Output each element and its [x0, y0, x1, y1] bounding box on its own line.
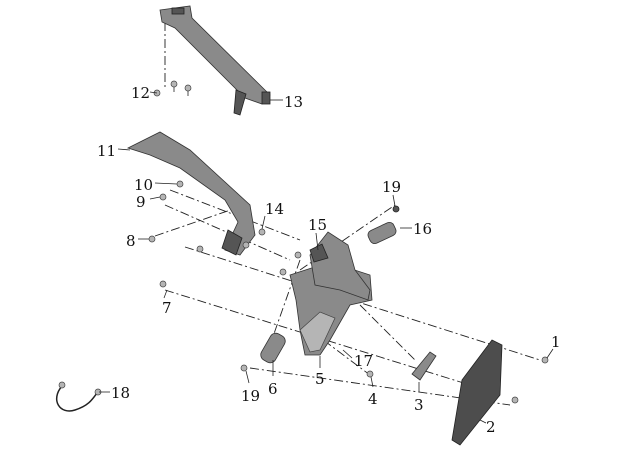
callout-19-upper: 19 [382, 178, 401, 196]
callouts: 1 2 3 4 5 6 7 8 9 10 11 12 13 14 15 16 1… [97, 84, 561, 436]
callout-6: 6 [268, 380, 278, 398]
callout-5: 5 [315, 370, 325, 388]
callout-10: 10 [134, 176, 153, 194]
part-12-bolts [153, 80, 192, 97]
callout-17: 17 [354, 352, 373, 370]
callout-2: 2 [486, 418, 496, 436]
callout-14: 14 [265, 200, 284, 218]
callout-19-lower: 19 [241, 387, 260, 405]
callout-1: 1 [551, 333, 561, 351]
callout-12: 12 [131, 84, 150, 102]
callout-18: 18 [111, 384, 130, 402]
callout-7: 7 [162, 299, 172, 317]
part-3-bracket [411, 351, 437, 381]
callout-15: 15 [308, 216, 327, 234]
part-15-cover [309, 231, 371, 301]
part-11-frame [126, 131, 256, 256]
callout-13: 13 [284, 93, 303, 111]
part-6-grip [260, 332, 286, 364]
center-lines [154, 22, 541, 406]
callout-4: 4 [368, 390, 378, 408]
part-18-cable [56, 381, 102, 412]
callout-11: 11 [97, 142, 116, 160]
part-16-grip [367, 221, 397, 245]
callout-8: 8 [126, 232, 136, 250]
leader-lines [99, 91, 554, 424]
callout-9: 9 [136, 193, 146, 211]
part-13-upper-bracket [159, 5, 271, 116]
fasteners [148, 180, 549, 404]
part-2-plate [451, 339, 503, 446]
callout-3: 3 [414, 396, 424, 414]
callout-16: 16 [413, 220, 432, 238]
